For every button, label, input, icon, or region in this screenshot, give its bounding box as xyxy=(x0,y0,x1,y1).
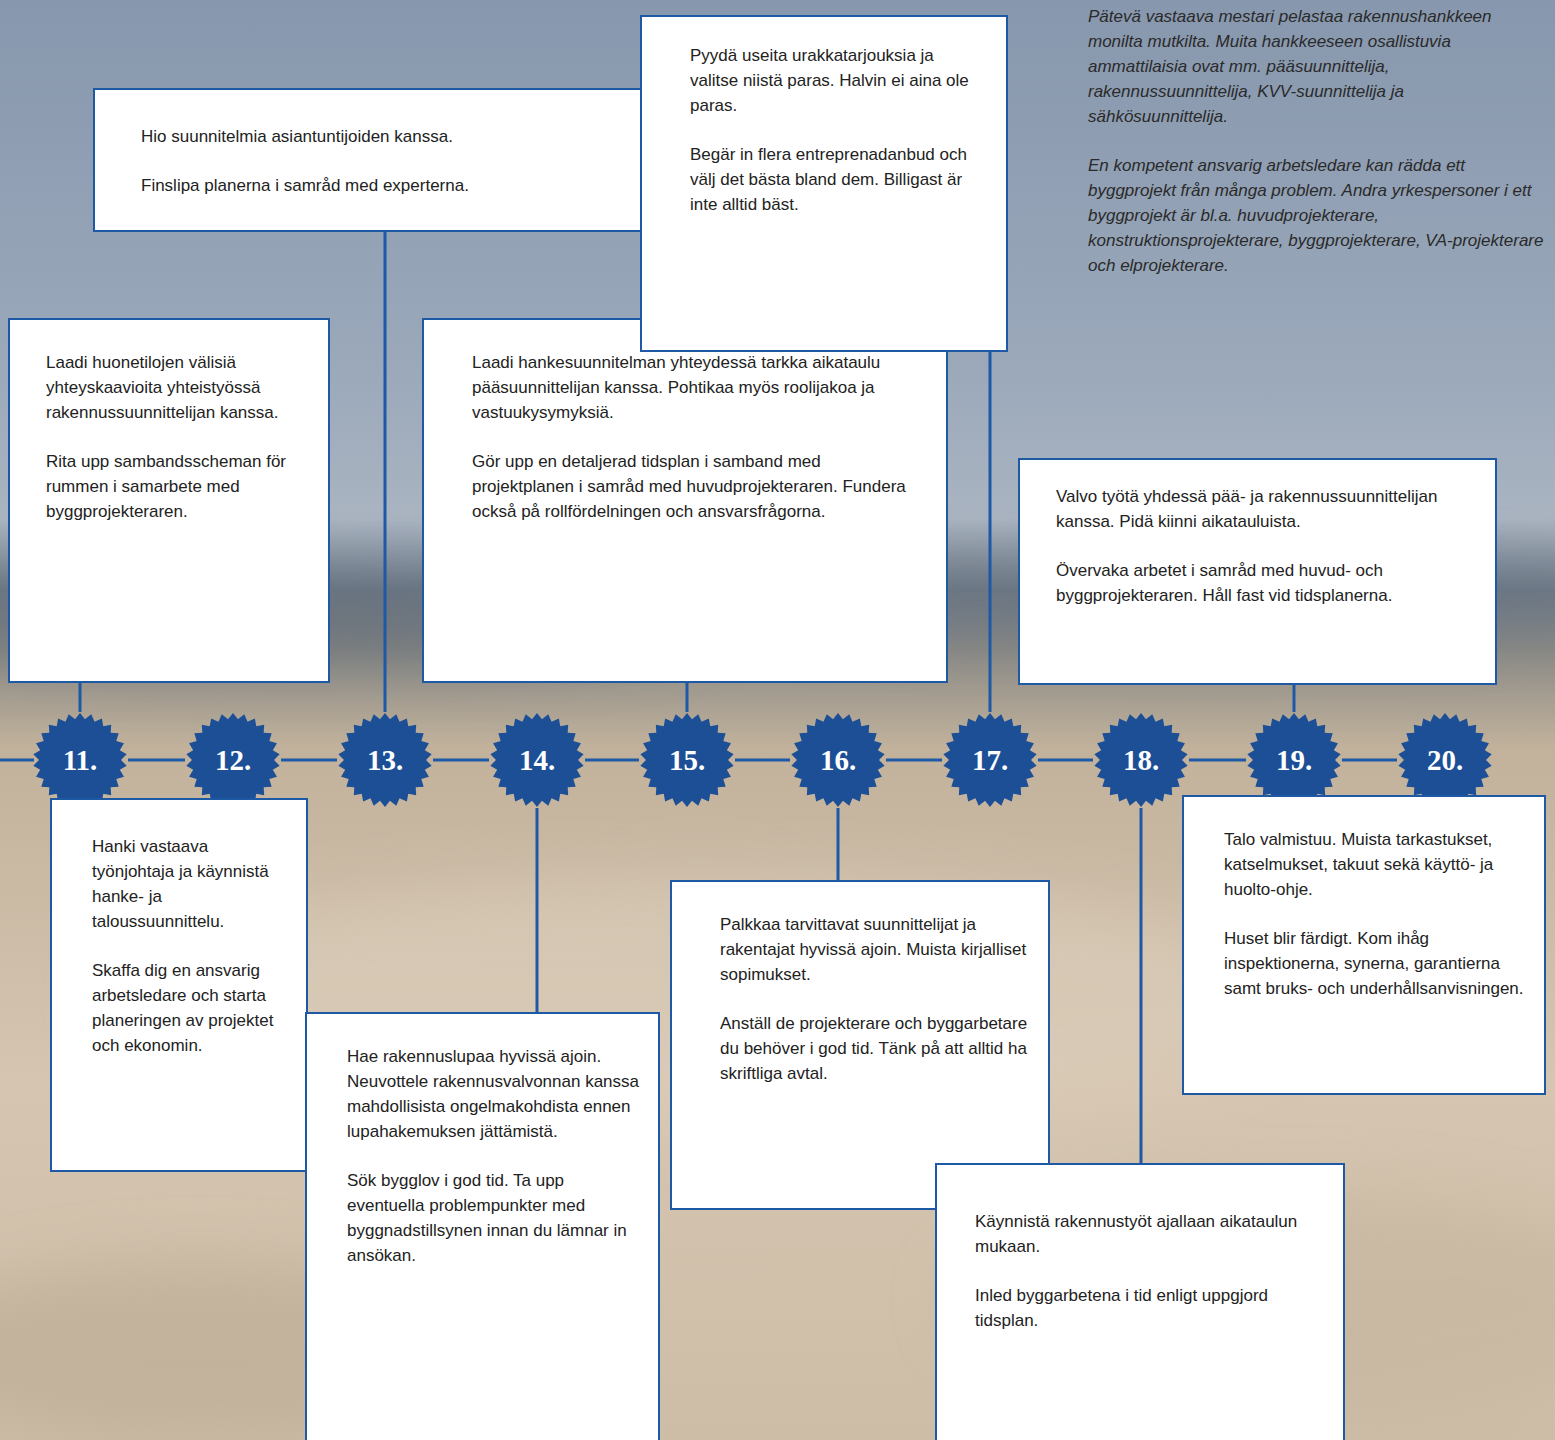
step-number: 12. xyxy=(185,712,281,808)
step-number: 11. xyxy=(32,712,128,808)
connector-line xyxy=(735,759,790,762)
step-number: 17. xyxy=(942,712,1038,808)
step-number-badge: 20. xyxy=(1397,712,1493,808)
step-number-badge: 14. xyxy=(489,712,585,808)
finnish-text: Hanki vastaava työnjohtaja ja käynnistä … xyxy=(92,834,286,934)
connector-line xyxy=(536,808,539,1012)
step-number: 18. xyxy=(1093,712,1189,808)
finnish-text: Talo valmistuu. Muista tarkastukset, kat… xyxy=(1224,827,1524,902)
step-number-badge: 12. xyxy=(185,712,281,808)
connector-line xyxy=(1189,759,1246,762)
step-number-badge: 17. xyxy=(942,712,1038,808)
swedish-text: Huset blir färdigt. Kom ihåg inspektione… xyxy=(1224,926,1524,1001)
step-number-badge: 19. xyxy=(1246,712,1342,808)
finnish-text: Palkkaa tarvittavat suunnittelijat ja ra… xyxy=(720,912,1028,987)
swedish-text: Övervaka arbetet i samråd med huvud- och… xyxy=(1056,558,1471,608)
connector-line xyxy=(1038,759,1093,762)
connector-line xyxy=(128,759,185,762)
swedish-text: Finslipa planerna i samråd med expertern… xyxy=(141,173,641,198)
connector-line xyxy=(433,759,489,762)
step-number-badge: 18. xyxy=(1093,712,1189,808)
step-box: Talo valmistuu. Muista tarkastukset, kat… xyxy=(1182,795,1546,1095)
connector-line xyxy=(79,683,82,712)
step-box: Laadi huonetilojen välisiä yhteyskaavioi… xyxy=(8,318,330,683)
step-number: 16. xyxy=(790,712,886,808)
step-number: 13. xyxy=(337,712,433,808)
step-box: Valvo työtä yhdessä pää- ja rakennussuun… xyxy=(1018,458,1497,685)
swedish-text: Begär in flera entreprenadanbud och välj… xyxy=(690,142,986,217)
swedish-text: Anställ de projekterare och byggarbetare… xyxy=(720,1011,1028,1086)
note-text: Pätevä vastaava mestari pelastaa rakennu… xyxy=(1088,4,1546,129)
finnish-text: Laadi hankesuunnitelman yhteydessä tarkk… xyxy=(472,350,922,425)
step-box: Palkkaa tarvittavat suunnittelijat ja ra… xyxy=(670,880,1050,1210)
swedish-text: Sök bygglov i god tid. Ta upp eventuella… xyxy=(347,1168,640,1268)
connector-line xyxy=(686,683,689,712)
connector-line xyxy=(837,808,840,880)
connector-line xyxy=(281,759,337,762)
connector-line xyxy=(1140,808,1143,1163)
connector-line xyxy=(1342,759,1397,762)
swedish-text: Inled byggarbetena i tid enligt uppgjord… xyxy=(975,1283,1319,1333)
finnish-text: Pyydä useita urakkatarjouksia ja valitse… xyxy=(690,43,986,118)
swedish-text: Gör upp en detaljerad tidsplan i samband… xyxy=(472,449,922,524)
step-number: 20. xyxy=(1397,712,1493,808)
side-note: Pätevä vastaava mestari pelastaa rakennu… xyxy=(1088,4,1546,302)
swedish-text: Skaffa dig en ansvarig arbetsledare och … xyxy=(92,958,286,1058)
finnish-text: Hae rakennuslupaa hyvissä ajoin. Neuvott… xyxy=(347,1044,640,1144)
timeline-stub xyxy=(0,759,34,762)
step-number-badge: 13. xyxy=(337,712,433,808)
note-text: En kompetent ansvarig arbetsledare kan r… xyxy=(1088,153,1546,278)
step-number: 14. xyxy=(489,712,585,808)
step-box: Käynnistä rakennustyöt ajallaan aikataul… xyxy=(935,1163,1345,1440)
finnish-text: Laadi huonetilojen välisiä yhteyskaavioi… xyxy=(46,350,304,425)
step-number-badge: 11. xyxy=(32,712,128,808)
step-box: Hae rakennuslupaa hyvissä ajoin. Neuvott… xyxy=(305,1012,660,1440)
connector-line xyxy=(989,352,992,712)
finnish-text: Hio suunnitelmia asiantuntijoiden kanssa… xyxy=(141,124,641,149)
finnish-text: Käynnistä rakennustyöt ajallaan aikataul… xyxy=(975,1209,1319,1259)
step-box: Laadi hankesuunnitelman yhteydessä tarkk… xyxy=(422,318,948,683)
swedish-text: Rita upp sambandsscheman för rummen i sa… xyxy=(46,449,304,524)
step-box: Hanki vastaava työnjohtaja ja käynnistä … xyxy=(50,798,308,1172)
connector-line xyxy=(585,759,639,762)
connector-line xyxy=(886,759,942,762)
step-number: 15. xyxy=(639,712,735,808)
step-number: 19. xyxy=(1246,712,1342,808)
step-number-badge: 16. xyxy=(790,712,886,808)
step-box: Pyydä useita urakkatarjouksia ja valitse… xyxy=(640,15,1008,352)
step-number-badge: 15. xyxy=(639,712,735,808)
finnish-text: Valvo työtä yhdessä pää- ja rakennussuun… xyxy=(1056,484,1471,534)
step-box: Hio suunnitelmia asiantuntijoiden kanssa… xyxy=(93,88,667,232)
connector-line xyxy=(384,232,387,712)
connector-line xyxy=(1293,685,1296,712)
